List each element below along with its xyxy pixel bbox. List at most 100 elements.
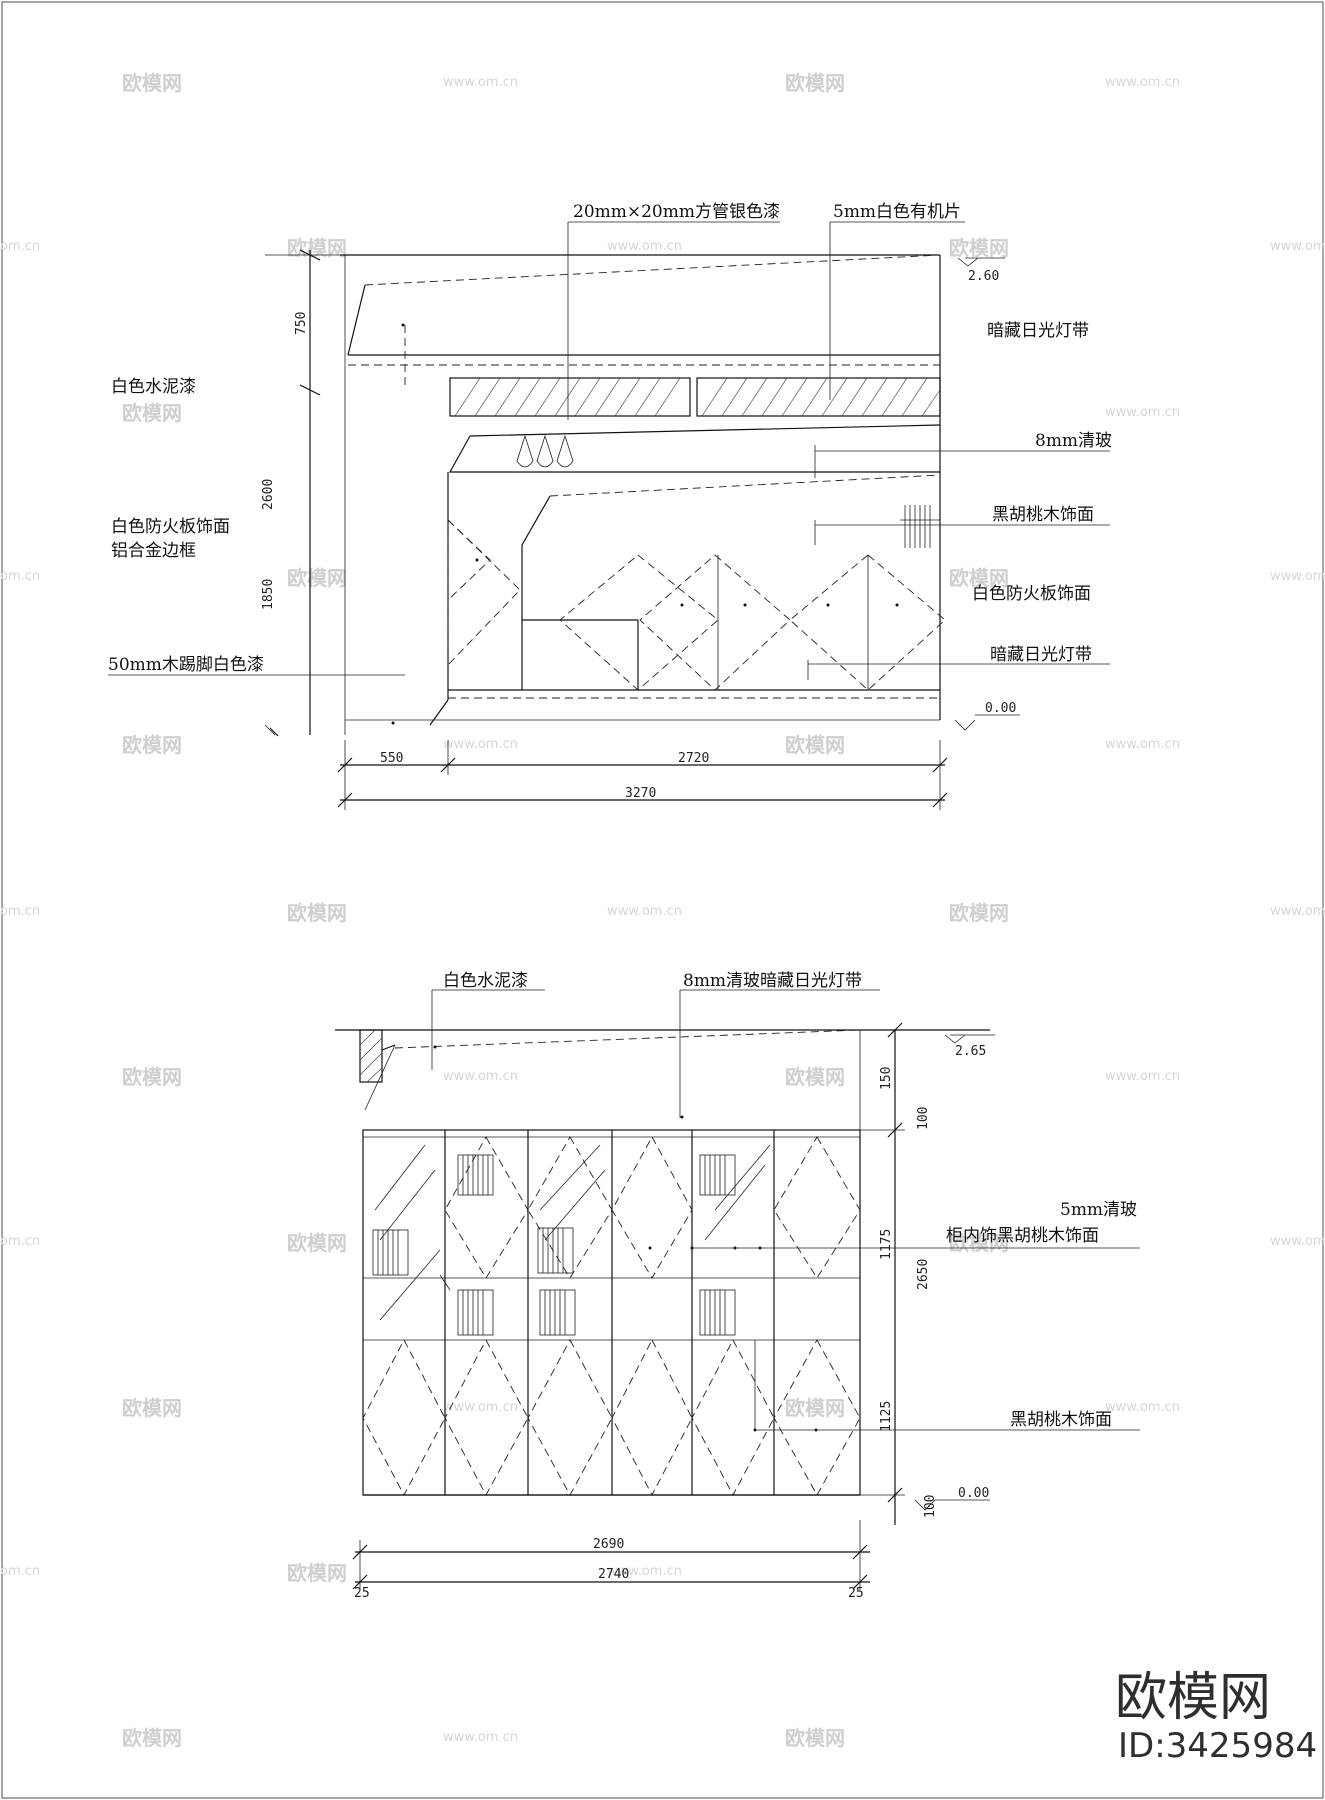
diamond-pattern (789, 554, 946, 691)
dim-25b: 25 (848, 1586, 864, 1601)
diamond-pattern (447, 519, 491, 601)
dim-tick (887, 1487, 903, 1503)
dim-tick (299, 384, 321, 396)
dim-tick (932, 792, 948, 808)
watermark-brand: 欧模网 (287, 1231, 347, 1255)
label-hidden-light-2: 暗藏日光灯带 (990, 645, 1092, 665)
dim-tick (352, 1544, 368, 1560)
watermark-brand: 欧模网 (122, 401, 182, 425)
label-cement-paint: 白色水泥漆 (443, 971, 528, 991)
level-triangle (944, 1034, 966, 1044)
base-slope (429, 699, 449, 726)
level-triangle (954, 719, 976, 731)
ceiling-slope-dashed (364, 254, 941, 286)
door-handles (391, 323, 899, 725)
dim-tick (352, 1574, 368, 1590)
watermark-site: om.cn (0, 1234, 40, 1249)
ceiling-edge (364, 1044, 396, 1111)
dim-tick (269, 727, 279, 737)
watermark-brand: 欧模网 (122, 1065, 182, 1089)
dim-3270: 3270 (625, 786, 656, 801)
watermark-site: om.cn (0, 1564, 40, 1579)
label-aluminum-frame: 铝合金边框 (111, 541, 196, 561)
level-top: 2.60 (968, 269, 999, 284)
dim-tick (887, 1122, 903, 1138)
dim-1175: 1175 (879, 1229, 894, 1260)
brand-logo: 欧模网 ID:3425984 (1115, 1668, 1317, 1766)
cabinet-left-edge (521, 495, 551, 690)
watermark-brand: 欧模网 (785, 1396, 845, 1420)
dim-tick (299, 249, 321, 261)
wall-hatch (359, 1029, 383, 1083)
watermark-site: www.om.cn (607, 239, 682, 254)
label-cement-paint: 白色水泥漆 (111, 377, 196, 397)
watermark-brand: 欧模网 (949, 566, 1009, 590)
dim-2600: 2600 (261, 479, 276, 510)
diamond-pattern (559, 554, 719, 691)
ceiling-slope-edge (347, 284, 366, 356)
wall-section (359, 1029, 383, 1083)
brand-name: 欧模网 (1115, 1668, 1271, 1728)
watermark-brand: 欧模网 (122, 733, 182, 757)
watermark-site: www.om.cn (1270, 569, 1325, 584)
level-floor: 0.00 (985, 701, 1016, 716)
dim-tick (337, 792, 353, 808)
label-fireboard: 白色防火板饰面 (111, 517, 230, 537)
watermark-site: www.om.cn (607, 904, 682, 919)
diamond-patterns (362, 1136, 861, 1496)
dim-tick (337, 757, 353, 773)
books-decor (372, 1154, 736, 1336)
dim-2650: 2650 (916, 1259, 931, 1290)
label-skirting: 50mm木踢脚白色漆 (108, 655, 264, 675)
dim-750: 750 (294, 312, 309, 335)
glass-reflection-lines (374, 1144, 771, 1321)
brand-id: ID:3425984 (1118, 1726, 1317, 1766)
watermark-brand: 欧模网 (122, 1396, 182, 1420)
label-fireboard-right: 白色防火板饰面 (972, 584, 1091, 604)
cabinet-handles (433, 1045, 818, 1432)
watermark-brand: 欧模网 (949, 901, 1009, 925)
watermark-site: om.cn (0, 569, 40, 584)
hatch-pattern (454, 377, 941, 417)
label-glass-light: 8mm清玻暗藏日光灯带 (683, 971, 862, 991)
glass-shelf-top (469, 424, 941, 437)
label-clear-glass: 8mm清玻 (1035, 431, 1112, 451)
dim-100: 100 (916, 1107, 931, 1130)
dim-tick (852, 1544, 868, 1560)
watermark-site: www.om.cn (443, 1400, 518, 1415)
label-hidden-light: 暗藏日光灯带 (987, 321, 1089, 341)
watermark-brand: 欧模网 (287, 236, 347, 260)
watermark-site: www.om.cn (443, 1730, 518, 1745)
dim-1850: 1850 (261, 579, 276, 610)
watermark-brand: 欧模网 (287, 901, 347, 925)
elevation-top: 750 2600 1850 (108, 202, 1112, 810)
dim-tick (887, 1022, 903, 1038)
dim-2690: 2690 (593, 1537, 624, 1552)
watermark-site: www.om.cn (1105, 737, 1180, 752)
dim-2740: 2740 (598, 1567, 629, 1582)
watermark-layer: 欧模网 www.om.cn 欧模网 www.om.cn om.cn 欧模网 ww… (0, 71, 1325, 1750)
watermark-site: www.om.cn (1270, 239, 1325, 254)
watermark-site: om.cn (0, 239, 40, 254)
pendant-lamps (516, 434, 574, 468)
label-pipe: 20mm×20mm方管银色漆 (573, 202, 780, 222)
watermark-brand: 欧模网 (287, 1561, 347, 1585)
diamond-pattern (639, 554, 791, 691)
watermark-site: www.om.cn (1105, 1400, 1180, 1415)
watermark-site: www.om.cn (1270, 1234, 1325, 1249)
level-floor: 0.00 (958, 1486, 989, 1501)
watermark-site: www.om.cn (607, 1564, 682, 1579)
dim-1125: 1125 (879, 1401, 894, 1432)
section-edge (381, 1044, 396, 1051)
shelf-tick (439, 1274, 451, 1291)
watermark-site: www.om.cn (443, 1069, 518, 1084)
watermark-brand: 欧模网 (785, 71, 845, 95)
dim-150: 150 (879, 1067, 894, 1090)
watermark-brand: 欧模网 (785, 1065, 845, 1089)
dim-2720: 2720 (678, 751, 709, 766)
level-top: 2.65 (955, 1044, 986, 1059)
dim-25a: 25 (354, 1586, 370, 1601)
level-triangle (914, 1499, 936, 1511)
